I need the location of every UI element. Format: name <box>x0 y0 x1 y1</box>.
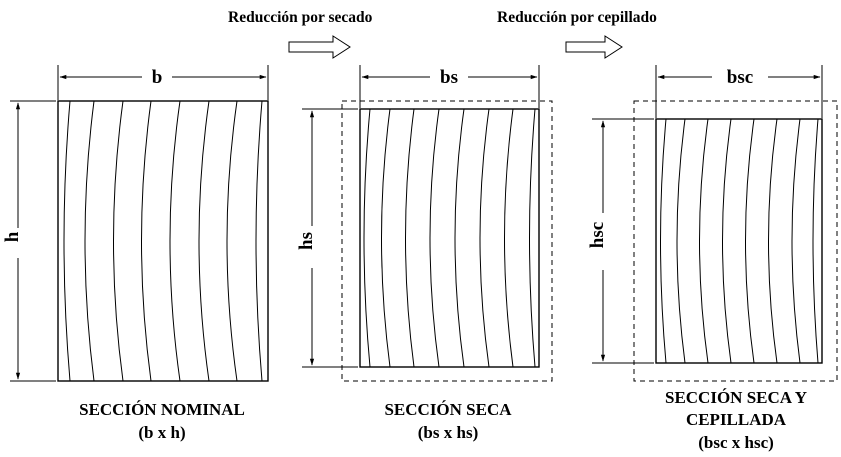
dry-nominal-outline <box>341 100 553 382</box>
width-label-bs: bs <box>440 67 458 88</box>
nominal-section-rect <box>57 100 269 382</box>
drying-step-label: Reducción por secado <box>228 9 373 26</box>
height-label-hs: hs <box>296 232 317 250</box>
nominal-caption-line1: SECCIÓN NOMINAL <box>79 400 245 419</box>
planed-caption-line3: (bsc x hsc) <box>698 433 774 452</box>
drying-arrow-icon <box>288 35 351 59</box>
planed-caption-line2: CEPILLADA <box>686 410 787 429</box>
dry-caption-line1: SECCIÓN SECA <box>384 400 512 419</box>
planing-arrow-icon <box>565 35 623 59</box>
height-label-hsc: hsc <box>587 222 608 248</box>
width-label-bsc: bsc <box>727 67 753 88</box>
dry-section: bs hs SECCIÓN SECA (bs x hs) <box>296 65 553 442</box>
nominal-section: b h SECCIÓN NOMINAL (b x h) <box>2 65 269 442</box>
dry-planed-section: bsc hsc SECCIÓN SECA Y CEPILLADA (bsc x … <box>587 65 838 452</box>
height-label-h: h <box>2 231 23 242</box>
planed-caption-line1: SECCIÓN SECA Y <box>665 388 807 407</box>
nominal-caption-line2: (b x h) <box>138 423 185 442</box>
planing-step-label: Reducción por cepillado <box>497 9 657 26</box>
planed-nominal-outline <box>633 100 838 382</box>
dry-caption-line2: (bs x hs) <box>418 423 478 442</box>
planed-section-rect <box>655 118 823 364</box>
dry-section-rect <box>359 108 540 368</box>
width-label-b: b <box>152 67 163 88</box>
